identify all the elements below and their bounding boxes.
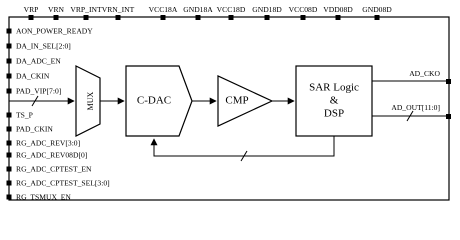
top-pin-marker — [374, 15, 380, 20]
feedback-loop-line — [150, 136, 335, 157]
left-pin-marker — [6, 140, 12, 146]
right-pin-marker — [446, 79, 451, 84]
right-pin-label-ad-cko: AD_CKO — [409, 69, 440, 78]
left-pin-label-pad-vip-7-0: PAD_VIP[7:0] — [16, 87, 61, 96]
left-pin-marker — [6, 58, 12, 64]
top-pin-label-vcc18a: VCC18A — [149, 5, 178, 14]
sar-logic-dsp-block — [295, 65, 373, 137]
right-pin-label-ad-out: AD_OUT[11:0] — [391, 103, 440, 112]
top-pin-marker — [228, 15, 234, 20]
top-pin-label-vrn-int: VRN_INT — [102, 5, 135, 14]
sar-label-line2: & — [330, 95, 339, 107]
left-pin-label-da-ckin: DA_CKIN — [16, 72, 50, 81]
left-pin-label-pad-ckin: PAD_CKIN — [16, 125, 53, 134]
left-pin-marker — [6, 73, 12, 79]
cdac-label: C-DAC — [137, 95, 171, 107]
left-pin-label-rg-adc-cptest-sel-3-0: RG_ADC_CPTEST_SEL[3:0] — [16, 179, 110, 188]
top-pin-marker — [115, 15, 121, 20]
top-pin-label-vdd08d: VDD08D — [323, 5, 353, 14]
left-pin-label-da-adc-en: DA_ADC_EN — [16, 57, 61, 66]
left-pin-label-rg-adc-rev08d-0: RG_ADC_REV08D[0] — [16, 151, 87, 160]
top-pin-label-vcc18d: VCC18D — [217, 5, 246, 14]
left-pin-marker — [6, 180, 12, 186]
left-pin-marker — [6, 126, 12, 132]
top-pin-marker — [83, 15, 89, 20]
left-pin-label-ts-p: TS_P — [16, 111, 33, 120]
top-pin-label-vrp: VRP — [24, 5, 39, 14]
left-pin-marker — [6, 166, 12, 172]
top-pin-label-vcc08d: VCC08D — [289, 5, 318, 14]
cmp-block — [217, 75, 274, 127]
left-pin-label-aon-power-ready: AON_POWER_READY — [16, 27, 93, 36]
left-pin-label-rg-adc-rev-3-0: RG_ADC_REV[3:0] — [16, 139, 80, 148]
mux-label: MUX — [86, 91, 95, 110]
left-pin-group: AON_POWER_READY DA_IN_SEL[2:0] DA_ADC_EN DA… — [6, 27, 110, 202]
top-pin-label-gnd18a: GND18A — [183, 5, 213, 14]
top-pin-label-vrn: VRN — [48, 5, 65, 14]
bus-slash-output — [406, 110, 414, 122]
top-pin-marker — [160, 15, 166, 20]
right-pin-group: AD_CKO AD_OUT[11:0] — [391, 69, 451, 119]
bus-slash-input — [31, 95, 39, 107]
cmp-label: CMP — [225, 95, 248, 107]
top-pin-marker — [28, 15, 34, 20]
top-pin-marker — [53, 15, 59, 20]
top-pin-marker — [300, 15, 306, 20]
top-pin-label-gnd18d: GND18D — [252, 5, 282, 14]
left-pin-label-rg-tsmux-en: RG_TSMUX_EN — [16, 193, 71, 202]
left-pin-marker — [6, 194, 12, 200]
bus-slash-feedback — [240, 150, 248, 162]
sar-label-line1: SAR Logic — [309, 82, 359, 94]
cdac-block — [125, 65, 193, 137]
top-pin-label-vrp-int: VRP_INT — [70, 5, 102, 14]
left-pin-marker — [6, 112, 12, 118]
top-pin-marker — [195, 15, 201, 20]
top-pin-marker — [335, 15, 341, 20]
left-pin-marker — [6, 88, 12, 94]
right-pin-marker — [446, 114, 451, 119]
top-pin-marker — [264, 15, 270, 20]
top-pin-label-gnd08d: GND08D — [362, 5, 392, 14]
left-pin-marker — [6, 43, 12, 49]
left-pin-marker — [6, 28, 12, 34]
sar-label-line3: DSP — [324, 108, 344, 120]
left-pin-marker — [6, 152, 12, 158]
left-pin-label-da-in-sel-2-0: DA_IN_SEL[2:0] — [16, 42, 71, 51]
mux-block — [75, 65, 101, 137]
left-pin-label-rg-adc-cptest-en: RG_ADC_CPTEST_EN — [16, 165, 92, 174]
